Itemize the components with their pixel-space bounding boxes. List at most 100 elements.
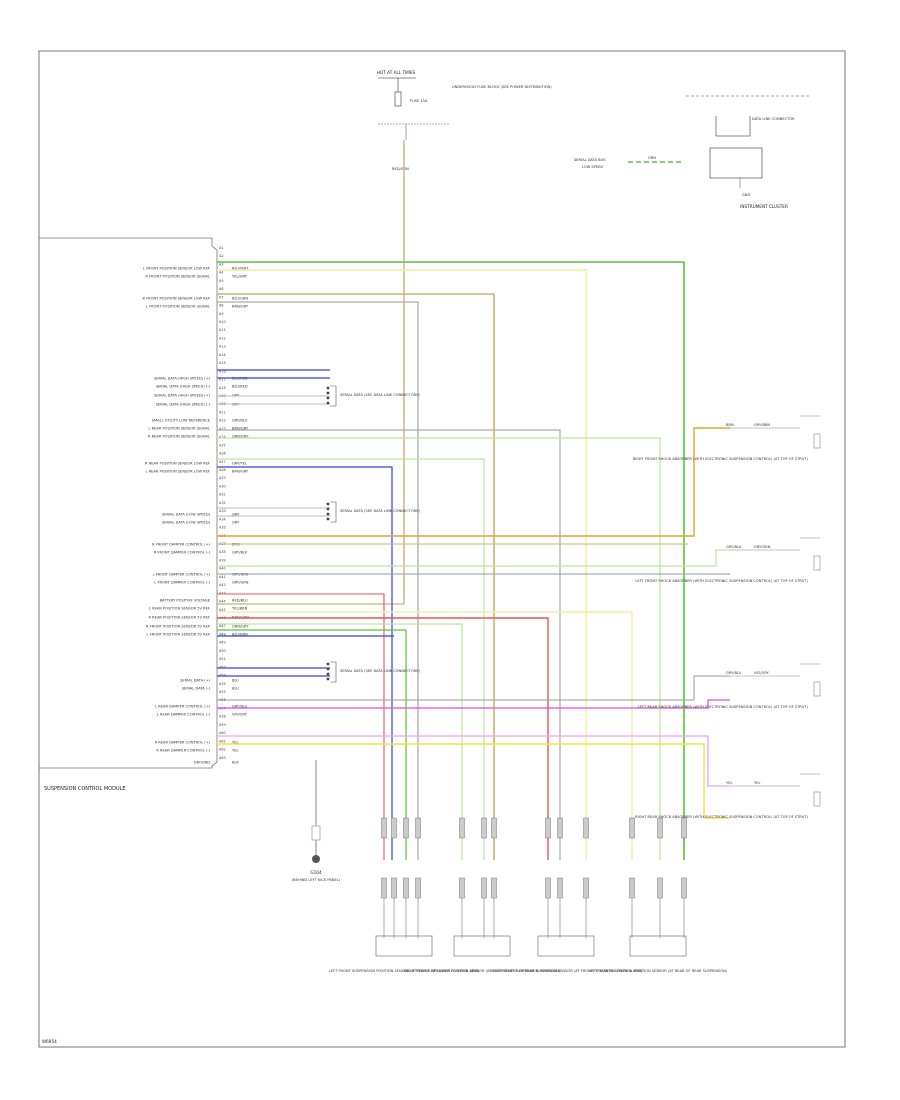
serial-splice-2-2 xyxy=(326,507,330,511)
wire-lightgreen-lf xyxy=(217,549,730,567)
sensor-connector-a-1-1 xyxy=(381,817,387,839)
module-wire-color-21: YEL/BRN xyxy=(232,607,248,611)
module-wire-color-4: BRN/GRY xyxy=(232,305,249,309)
device-wire2-1: GRY/BRN xyxy=(754,423,770,427)
device-wire1-1: BRN xyxy=(726,423,734,427)
sensor-connector-b-1-3 xyxy=(403,877,409,899)
serial-bracket-2 xyxy=(330,501,337,523)
module-wire-color-28: VIO/GRY xyxy=(232,713,248,717)
module-pin-9: A9 xyxy=(219,312,223,316)
wire-lightgreen-lr xyxy=(217,437,661,860)
module-pin-62: A62 xyxy=(219,748,226,752)
module-pin-48: A48 xyxy=(219,632,226,636)
sensor-label-3: RIGHT FRONT SUSPENSION POSITION SENSOR (… xyxy=(489,969,643,973)
module-pin-16: A16 xyxy=(219,369,226,373)
module-wire-color-3: BLU/GRN xyxy=(232,297,248,301)
module-label-12: R REAR POSITION SENSOR LOW REF xyxy=(145,462,210,466)
wire-yellow-rr-damper xyxy=(217,743,730,819)
device-label-2: LEFT FRONT SHOCK ABSORBER (WITH ELECTRON… xyxy=(635,579,808,583)
fuse-block: HOT AT ALL TIMES FUSE 15A UNDERHOOD FUSE… xyxy=(377,70,552,171)
module-wire-color-7: GRY xyxy=(232,394,240,398)
sensor-connector-a-4-2 xyxy=(657,817,663,839)
wire-pink-lr xyxy=(217,735,730,787)
module-pin-44: A44 xyxy=(219,600,226,604)
module-label-9: SMALL UTILITY LOW REFERENCE xyxy=(152,419,211,423)
module-wire-color-29: YEL xyxy=(232,741,238,745)
sensor-label-4: LEFT REAR SUSPENSION POSITION SENSOR (AT… xyxy=(589,969,728,973)
fuse-label: UNDERHOOD FUSE BLOCK (SEE POWER DISTRIBU… xyxy=(452,85,552,89)
module-label-29: R REAR DAMPER CONTROL (+) xyxy=(155,741,211,745)
module-pin-40: A40 xyxy=(219,567,226,571)
module-wire-color-8: GRY xyxy=(232,403,240,407)
module-pin-2: A2 xyxy=(219,254,223,258)
module-wire-color-11: GRN/GRY xyxy=(232,435,249,439)
ground-desc: (BEHIND LEFT KICK PANEL) xyxy=(292,878,341,882)
sensor-body-4 xyxy=(629,935,687,957)
position-sensors: LEFT FRONT SUSPENSION POSITION SENSOR (A… xyxy=(329,817,728,973)
sensor-connector-a-1-2 xyxy=(391,817,397,839)
module-pin-13: A13 xyxy=(219,345,226,349)
sensor-connector-a-1-4 xyxy=(415,817,421,839)
module-label-26: SERIAL DATA (-) xyxy=(182,687,211,691)
ground-g104: G104 (BEHIND LEFT KICK PANEL) xyxy=(292,760,341,882)
module-pin-12: A12 xyxy=(219,336,226,340)
module-pin-24: A24 xyxy=(219,435,226,439)
wire-yellow-top xyxy=(217,269,587,860)
module-pin-31: A31 xyxy=(219,493,226,497)
module-pin-26: A26 xyxy=(219,452,226,456)
wire-blue-rr xyxy=(217,466,393,860)
module-pin-7: A7 xyxy=(219,295,223,299)
sensor-connector-b-2-1 xyxy=(459,877,465,899)
sensor-connector-a-4-3 xyxy=(681,817,687,839)
module-pin-47: A47 xyxy=(219,624,226,628)
device-label-1: RIGHT FRONT SHOCK ABSORBER (WITH ELECTRO… xyxy=(633,457,809,461)
module-label-19: L FRONT DAMPER CONTROL (-) xyxy=(154,581,210,585)
cluster-sub-label: DATA LINK CONNECTOR xyxy=(752,117,795,121)
module-label-15: SERIAL DATA (LOW SPEED) xyxy=(162,521,211,525)
suspension-control-module: SUSPENSION CONTROL MODULE xyxy=(39,237,218,792)
device-symbol-3 xyxy=(813,681,821,697)
module-pin-51: A51 xyxy=(219,657,226,661)
module-label-30: R REAR DAMPER CONTROL (-) xyxy=(156,749,210,753)
device-symbol-2 xyxy=(813,555,821,571)
sensor-connector-a-4-1 xyxy=(629,817,635,839)
module-wire-color-10: BRN/GRY xyxy=(232,427,249,431)
module-pin-4: A4 xyxy=(219,271,223,275)
module-pin-33: A33 xyxy=(219,509,226,513)
module-pin-60: A60 xyxy=(219,731,226,735)
sensor-connector-b-1-4 xyxy=(415,877,421,899)
module-wire-color-26: BLU xyxy=(232,687,239,691)
module-pin-27: A27 xyxy=(219,460,226,464)
wire-gray-lr-damper xyxy=(217,675,730,701)
wire-gray-rf xyxy=(217,301,419,860)
module-label-10: L REAR POSITION SENSOR SIGNAL xyxy=(148,427,210,431)
device-wire2-2: GRY/GRN xyxy=(754,545,771,549)
module-label-13: L REAR POSITION SENSOR LOW REF xyxy=(146,470,210,474)
instrument-cluster: DATA LINK CONNECTOR GND INSTRUMENT CLUST… xyxy=(574,95,810,209)
module-wire-color-15: GRY xyxy=(232,521,240,525)
cluster-name: INSTRUMENT CLUSTER xyxy=(740,204,788,209)
svg-text:GND: GND xyxy=(742,193,750,197)
sensor-connector-a-2-1 xyxy=(459,817,465,839)
sensor-connector-a-2-2 xyxy=(481,817,487,839)
fuse-header: HOT AT ALL TIMES xyxy=(377,70,416,75)
serial-note-1: SERIAL DATA (SEE DATA LINK CONNECTORS) xyxy=(340,393,420,397)
module-pin-15: A15 xyxy=(219,361,226,365)
module-wire-color-2: YEL/GRY xyxy=(232,275,248,279)
module-label-14: SERIAL DATA (LOW SPEED) xyxy=(162,513,211,517)
module-label-16: R FRONT DAMPER CONTROL (+) xyxy=(152,543,211,547)
module-wire-color-17: GRY/BLK xyxy=(232,551,248,555)
serial-splice-1-2 xyxy=(326,391,330,395)
sensor-connector-b-3-3 xyxy=(583,877,589,899)
module-pin-21: A21 xyxy=(219,410,226,414)
device-label-4: RIGHT REAR SHOCK ABSORBER (WITH ELECTRON… xyxy=(635,815,808,819)
module-label-5: SERIAL DATA (HIGH SPEED) (+) xyxy=(154,377,211,381)
module-pin-58: A58 xyxy=(219,715,226,719)
module-pin-38: A38 xyxy=(219,550,226,554)
serial-splice-2-4 xyxy=(326,517,330,521)
module-wire-color-23: GRN/GRY xyxy=(232,625,249,629)
wire-red-batt xyxy=(217,593,385,860)
serial-splice-1-4 xyxy=(326,401,330,405)
module-wire-color-24: BLU/BRN xyxy=(232,633,248,637)
ground-title: G104 xyxy=(310,870,322,875)
